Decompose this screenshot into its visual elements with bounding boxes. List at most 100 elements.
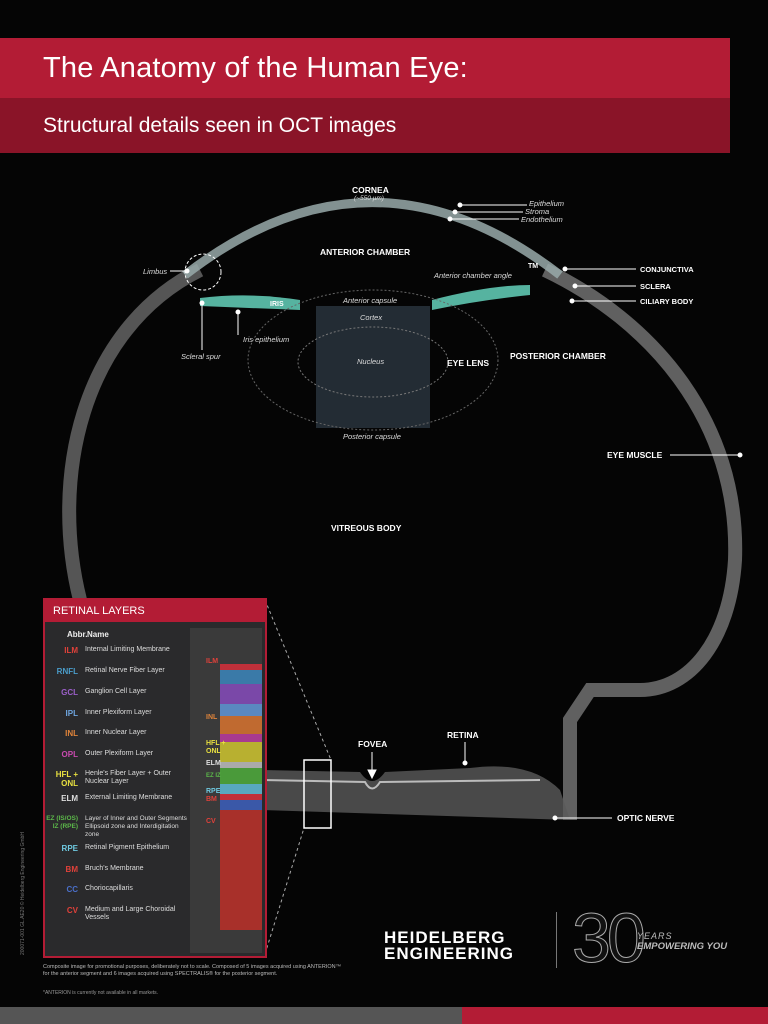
label-optic-nerve: OPTIC NERVE: [617, 813, 675, 823]
anniversary-number: 30: [572, 899, 647, 978]
label-cortex: Cortex: [360, 313, 383, 322]
logo-line1: HEIDELBERG: [384, 928, 506, 947]
bottom-bar-red: [462, 1007, 768, 1024]
layer-row: ILM Internal Limiting Membrane: [45, 646, 190, 666]
layer-name: Inner Plexiform Layer: [85, 709, 152, 716]
label-tm: TM: [528, 263, 539, 270]
retinal-layers-panel: RETINAL LAYERS Abbr. Name ILM Internal Li…: [43, 598, 267, 958]
layer-name: Bruch's Membrane: [85, 865, 144, 872]
footnote-availability: *ANTERION is currently not available in …: [43, 990, 159, 996]
layer-name: Internal Limiting Membrane: [85, 646, 170, 653]
label-scleral-spur: Scleral spur: [181, 352, 221, 361]
layer-row: IPL Inner Plexiform Layer: [45, 709, 190, 729]
label-cornea-thickness: (~550 µm): [354, 195, 384, 202]
label-eye-lens: EYE LENS: [447, 358, 490, 368]
label-posterior-chamber: POSTERIOR CHAMBER: [510, 351, 606, 361]
oct-layer-strip: ILM INL HFL + ONL ELM EZ IZ RPE BM CV: [190, 628, 262, 953]
label-stroma: Stroma: [525, 207, 550, 216]
label-fovea: FOVEA: [358, 739, 388, 749]
layer-abbr: ILM: [64, 646, 78, 655]
layer-name: Inner Nuclear Layer: [85, 729, 147, 736]
layer-name: Henle's Fiber Layer + Outer Nuclear Laye…: [85, 770, 171, 785]
footnote: Composite image for promotional purposes…: [43, 964, 342, 977]
layer-row: GCL Ganglion Cell Layer: [45, 688, 190, 708]
label-endothelium: Endothelium: [521, 215, 563, 224]
lens-outline: [247, 289, 499, 431]
layer-row: HFL + ONL Henle's Fiber Layer + Outer Nuc…: [45, 770, 190, 792]
logo-separator: [556, 912, 557, 968]
label-iris: IRIS: [270, 301, 284, 308]
layer-abbr: ELM: [61, 794, 78, 803]
layer-abbr: RNFL: [56, 667, 78, 676]
layer-abbr: RPE: [61, 844, 78, 853]
layer-abbr: IPL: [65, 709, 78, 718]
layer-name: Retinal Pigment Epithelium: [85, 844, 170, 851]
layer-name: External Limiting Membrane: [85, 794, 173, 801]
layer-abbr: CV: [66, 906, 78, 915]
layer-name: Choriocapillaris: [85, 885, 133, 892]
label-vitreous-body: VITREOUS BODY: [331, 523, 402, 533]
strip-tag: HFL + ONL: [206, 740, 226, 755]
tagline: EMPOWERING YOU: [637, 941, 728, 952]
layer-name: Outer Plexiform Layer: [85, 750, 154, 757]
layer-row: RPE Retinal Pigment Epithelium: [45, 844, 190, 864]
strip-tag: ILM: [206, 658, 219, 665]
label-epithelium: Epithelium: [529, 199, 565, 208]
anniversary-years: YEARS: [637, 931, 673, 941]
layer-row: BM Bruch's Membrane: [45, 865, 190, 885]
title-bar: [0, 38, 730, 98]
label-eye-muscle: EYE MUSCLE: [607, 450, 663, 460]
layer-row: CV Medium and Large Choroidal Vessels: [45, 906, 190, 926]
layer-abbr: GCL: [61, 688, 78, 697]
strip-tag: ELM: [206, 760, 221, 767]
bottom-bar-grey: [0, 1007, 462, 1024]
col-name: Name: [87, 630, 109, 639]
subtitle-bar: [0, 98, 730, 153]
layer-row: RNFL Retinal Nerve Fiber Layer: [45, 667, 190, 687]
layer-abbr: HFL + ONL: [55, 770, 78, 788]
logo-line2: ENGINEERING: [384, 944, 515, 963]
layer-abbr: BM: [65, 865, 78, 874]
label-anterior-chamber: ANTERIOR CHAMBER: [320, 247, 411, 257]
page-title: The Anatomy of the Human Eye:: [43, 52, 468, 84]
layer-row: OPL Outer Plexiform Layer: [45, 750, 190, 770]
label-iris-epithelium: Iris epithelium: [243, 335, 290, 344]
layer-abbr: OPL: [61, 750, 78, 759]
fovea-zoom-box: [303, 759, 332, 829]
lens-nucleus: [297, 326, 449, 398]
label-ciliary-body: CILIARY BODY: [640, 297, 694, 306]
retina-band: [262, 766, 570, 820]
cornea-arc: [182, 198, 563, 279]
strip-tag: CV: [206, 818, 216, 825]
col-abbr: Abbr.: [67, 630, 88, 639]
iris-right: [432, 285, 530, 310]
layer-row: EZ (IS/OS) IZ (RPE) Layer of Inner and Ou…: [45, 815, 190, 841]
layer-name: Layer of Inner and Outer Segments Ellips…: [85, 815, 187, 838]
strip-tag: EZ IZ: [206, 773, 221, 779]
layer-abbr: EZ (IS/OS) IZ (RPE): [46, 815, 78, 830]
label-retina: RETINA: [447, 730, 479, 740]
layer-abbr: INL: [65, 729, 78, 738]
copyright-vertical: 200071-001 GL.AE20 © Heidelberg Engineer…: [20, 832, 26, 955]
label-nucleus: Nucleus: [357, 357, 385, 366]
label-conjunctiva: CONJUNCTIVA: [640, 265, 694, 274]
layer-row: INL Inner Nuclear Layer: [45, 729, 190, 749]
layer-name: Retinal Nerve Fiber Layer: [85, 667, 165, 674]
sclera-wall-right: [541, 263, 743, 820]
layer-name: Ganglion Cell Layer: [85, 688, 147, 695]
panel-title: RETINAL LAYERS: [45, 600, 265, 622]
label-cornea: CORNEA: [352, 185, 389, 195]
label-anterior-capsule: Anterior capsule: [343, 296, 398, 305]
label-posterior-capsule: Posterior capsule: [343, 432, 401, 441]
layer-name: Medium and Large Choroidal Vessels: [85, 906, 176, 921]
layer-row: ELM External Limiting Membrane: [45, 794, 190, 814]
label-sclera: SCLERA: [640, 282, 671, 291]
label-anterior-chamber-angle: Anterior chamber angle: [434, 271, 512, 280]
strip-tag: BM: [206, 796, 217, 803]
strip-tag: RPE: [206, 788, 221, 795]
label-limbus: Limbus: [143, 267, 168, 276]
strip-tag: INL: [206, 714, 218, 721]
lens-body: [316, 306, 430, 428]
